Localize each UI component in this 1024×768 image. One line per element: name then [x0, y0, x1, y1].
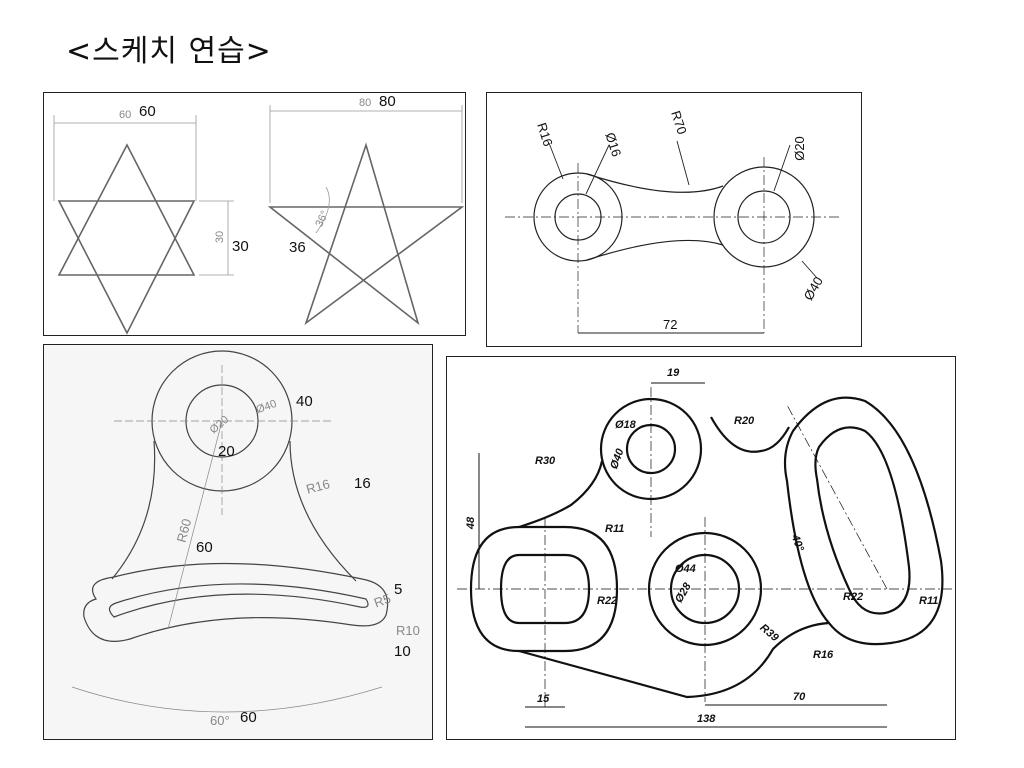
hex-width-label: 60 [139, 103, 156, 120]
plate-r11a: R11 [605, 523, 625, 535]
page-title: <스케치 연습> [66, 34, 272, 69]
plate-r16: R16 [813, 649, 834, 661]
bracket-r16-label: 16 [354, 475, 371, 492]
plate-drawing [457, 382, 952, 728]
bracket-angle-label: 60 [240, 709, 257, 726]
star-angle-label: 36 [289, 239, 306, 256]
plate-d44: Ø44 [675, 563, 696, 575]
bracket-r10-label: 10 [394, 643, 411, 660]
plate-sketch-panel: 19 R20 Ø18 Ø40 R30 48 R11 40° Ø44 Ø28 R2… [446, 356, 956, 740]
bracket-r60-label: 60 [196, 539, 213, 556]
plate-r22b: R22 [843, 591, 864, 603]
link-sketch-panel: R16 Ø16 R70 Ø20 Ø40 72 [486, 92, 862, 347]
bracket-d40-label: 40 [296, 393, 313, 410]
hex-height-small: 30 [214, 230, 227, 244]
bracket-drawing [71, 350, 389, 713]
plate-r22a: R22 [597, 595, 618, 607]
d20-label: Ø20 [791, 136, 807, 161]
plate-d19: 19 [667, 367, 680, 379]
link-drawing [505, 140, 842, 334]
plate-r30: R30 [535, 455, 556, 467]
plate-d15: 15 [537, 693, 550, 705]
star-drawing [53, 105, 465, 335]
bracket-sketch-panel: Ø20 20 Ø40 40 R16 16 R60 60 R5 5 R10 10 … [43, 344, 433, 740]
plate-r20: R20 [734, 415, 755, 427]
star-sketch-panel: 60 60 30 30 80 80 36° 36 [43, 92, 466, 336]
plate-h48: 48 [465, 516, 478, 530]
plate-d18: Ø18 [615, 419, 636, 431]
hex-height-label: 30 [232, 238, 249, 255]
hex-width-small: 60 [119, 109, 132, 121]
plate-d70: 70 [793, 691, 806, 703]
plate-d138: 138 [697, 713, 716, 725]
dist-label: 72 [663, 317, 678, 332]
star-width-label: 80 [379, 93, 396, 110]
plate-r11b: R11 [919, 595, 939, 607]
bracket-angle-small: 60° [210, 713, 230, 728]
bracket-r10-small: R10 [396, 623, 420, 638]
bracket-r5-label: 5 [394, 581, 403, 598]
star-width-small: 80 [359, 97, 372, 109]
bracket-d20-label: 20 [218, 443, 235, 460]
